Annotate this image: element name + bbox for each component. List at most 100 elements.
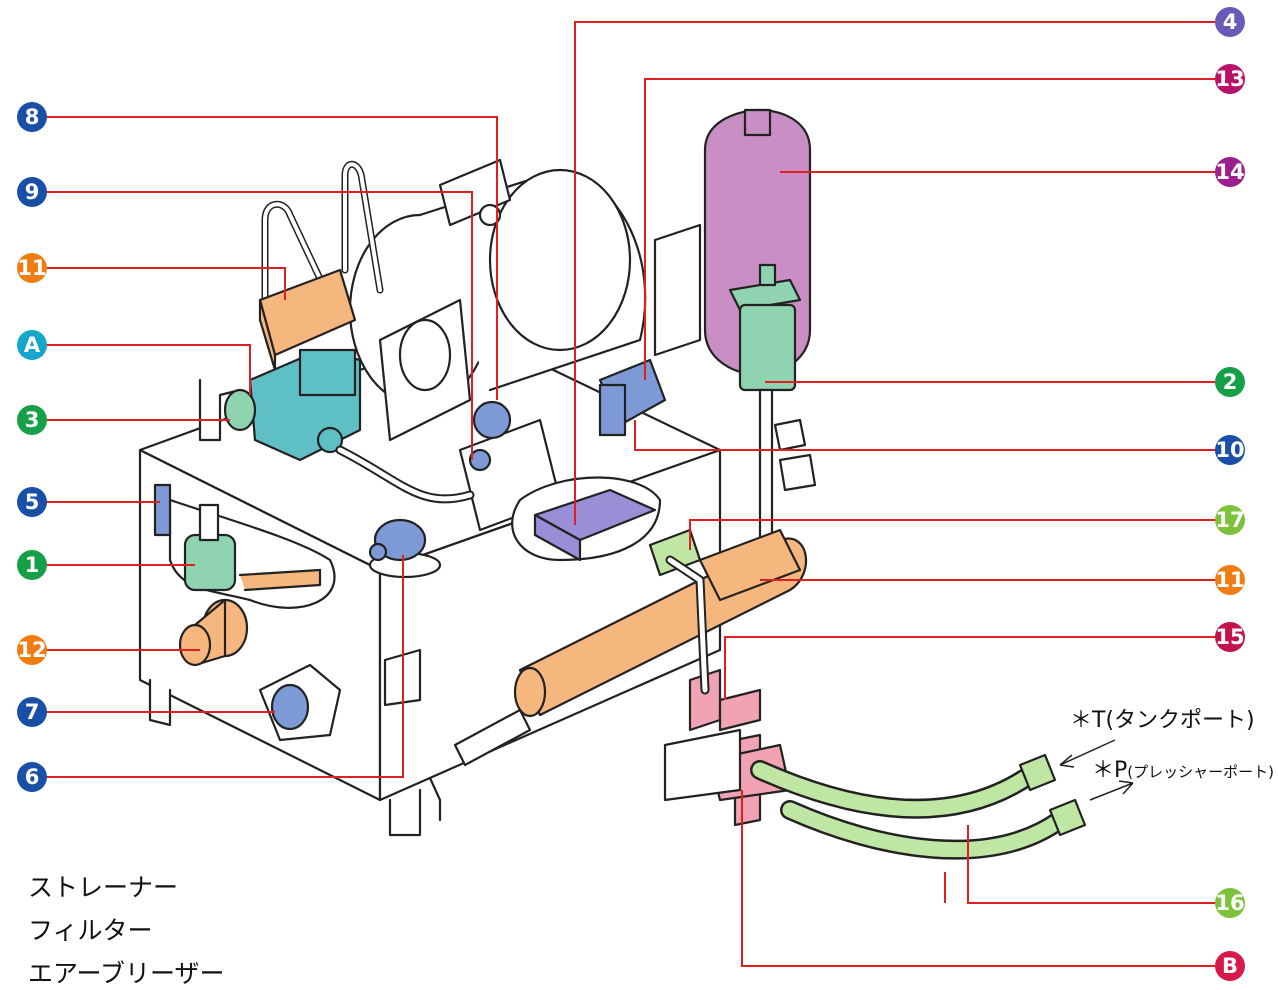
callout-9-label: 9 bbox=[25, 180, 40, 204]
leader-13 bbox=[644, 78, 1216, 380]
leader-11a bbox=[46, 267, 286, 300]
callout-16-label: 16 bbox=[1215, 891, 1244, 915]
callout-16-circle bbox=[1215, 888, 1245, 918]
p-port-sub: (プレッシャーポート) bbox=[1127, 763, 1274, 781]
callout-A-badge: A bbox=[17, 330, 47, 360]
legend-air-breather: エアーブリーザー bbox=[28, 959, 225, 988]
callout-A-circle bbox=[17, 330, 47, 360]
callout-3-label: 3 bbox=[25, 408, 40, 432]
callout-2-badge: 2 bbox=[1215, 367, 1245, 397]
level-gauge bbox=[153, 483, 172, 537]
leader-8 bbox=[46, 116, 498, 400]
callout-1-label: 1 bbox=[25, 553, 40, 577]
callout-14-circle bbox=[1215, 157, 1245, 187]
callout-2-circle bbox=[1215, 367, 1245, 397]
callout-12-badge: 12 bbox=[17, 635, 47, 665]
directional-valve bbox=[511, 476, 662, 562]
hose-fitting-left bbox=[453, 708, 532, 767]
callout-B-circle bbox=[1215, 951, 1245, 981]
port-arrows bbox=[1059, 739, 1134, 801]
support-rod bbox=[758, 388, 774, 542]
callout-13-circle bbox=[1215, 64, 1245, 94]
callout-1-badge: 1 bbox=[17, 550, 47, 580]
hydraulic-unit-illustration bbox=[138, 108, 1087, 860]
callout-11-circle bbox=[1215, 565, 1245, 595]
p-port-main: ＊P bbox=[1092, 758, 1127, 783]
sight-glass bbox=[258, 663, 342, 742]
strainer bbox=[183, 503, 237, 592]
callout-3-circle bbox=[17, 405, 47, 435]
callout-4-badge: 4 bbox=[1215, 7, 1245, 37]
callout-6-circle bbox=[17, 762, 47, 792]
callout-2-label: 2 bbox=[1223, 370, 1238, 394]
callout-5-badge: 5 bbox=[17, 487, 47, 517]
callout-B-label: B bbox=[1222, 954, 1238, 978]
callout-4-label: 4 bbox=[1223, 10, 1238, 34]
legend-filter: フィルター bbox=[28, 916, 153, 945]
callout-9-circle bbox=[17, 177, 47, 207]
callout-A-label: A bbox=[24, 333, 41, 357]
callout-8-label: 8 bbox=[25, 105, 40, 129]
t-joint bbox=[648, 528, 702, 577]
p-port-arrow bbox=[1089, 780, 1134, 801]
line-filter bbox=[728, 263, 802, 392]
callout-5-label: 5 bbox=[25, 490, 40, 514]
adjust-knob bbox=[773, 418, 817, 492]
callout-3-badge: 3 bbox=[17, 405, 47, 435]
leader-lines bbox=[46, 21, 1216, 967]
t-port-arrow bbox=[1059, 739, 1116, 768]
callout-B-badge: B bbox=[1215, 951, 1245, 981]
legend-strainer: ストレーナー bbox=[28, 873, 179, 902]
callout-13-badge: 13 bbox=[1215, 64, 1245, 94]
callout-17-badge: 17 bbox=[1215, 505, 1245, 535]
leader-9 bbox=[46, 191, 473, 460]
pressure-switch bbox=[598, 358, 667, 437]
leader-6 bbox=[46, 555, 404, 778]
oil-cooler bbox=[513, 528, 808, 718]
check-valve bbox=[688, 668, 792, 827]
callout-12-label: 12 bbox=[17, 638, 46, 662]
callout-12-circle bbox=[17, 635, 47, 665]
hoses bbox=[750, 753, 1087, 860]
callout-10-circle bbox=[1215, 435, 1245, 465]
heater bbox=[238, 568, 322, 592]
callout-9-badge: 9 bbox=[17, 177, 47, 207]
callout-11-label: 11 bbox=[17, 256, 46, 280]
callout-7-circle bbox=[17, 697, 47, 727]
leader-15 bbox=[724, 636, 1216, 700]
callout-11-badge: 11 bbox=[1215, 565, 1245, 595]
hydraulic-pump bbox=[248, 348, 362, 462]
valve-block bbox=[663, 728, 742, 802]
t-port-label: ＊T(タンクポート) bbox=[1070, 708, 1255, 733]
callout-11-label: 11 bbox=[1215, 568, 1244, 592]
leader-16 bbox=[944, 825, 1216, 904]
callout-5-circle bbox=[17, 487, 47, 517]
callout-7-badge: 7 bbox=[17, 697, 47, 727]
leader-B bbox=[741, 790, 1216, 967]
callout-14-label: 14 bbox=[1215, 160, 1244, 184]
callout-17-label: 17 bbox=[1215, 508, 1244, 532]
callout-10-badge: 10 bbox=[1215, 435, 1245, 465]
callout-10-label: 10 bbox=[1215, 438, 1244, 462]
callout-15-circle bbox=[1215, 622, 1245, 652]
leader-4 bbox=[574, 21, 1216, 525]
callout-17-circle bbox=[1215, 505, 1245, 535]
callout-11-circle bbox=[17, 253, 47, 283]
p-port-label: ＊P(プレッシャーポート) bbox=[1092, 758, 1274, 783]
leader-17 bbox=[689, 519, 1216, 550]
callout-7-label: 7 bbox=[25, 700, 40, 724]
callout-8-circle bbox=[17, 102, 47, 132]
electric-motor bbox=[348, 158, 647, 442]
callout-16-badge: 16 bbox=[1215, 888, 1245, 918]
leader-A bbox=[46, 344, 251, 395]
oil-filler-cap bbox=[178, 598, 249, 667]
callout-15-badge: 15 bbox=[1215, 622, 1245, 652]
callout-6-badge: 6 bbox=[17, 762, 47, 792]
callout-1-circle bbox=[17, 550, 47, 580]
leader-10 bbox=[634, 420, 1216, 451]
callout-8-badge: 8 bbox=[17, 102, 47, 132]
callout-4-circle bbox=[1215, 7, 1245, 37]
callout-15-label: 15 bbox=[1215, 625, 1244, 649]
